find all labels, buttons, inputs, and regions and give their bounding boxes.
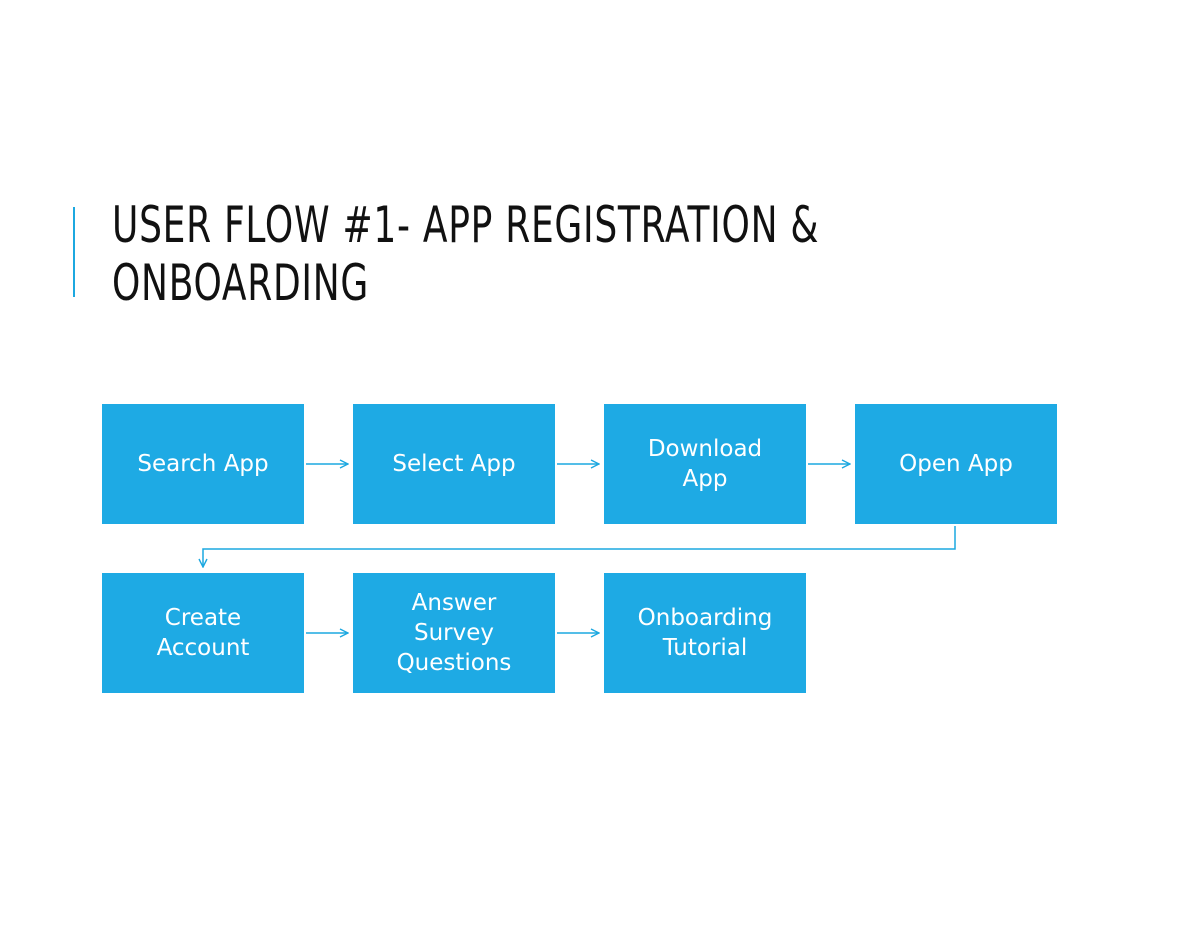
step-download-app: Download App [604, 404, 806, 524]
step-onboarding-tutorial: Onboarding Tutorial [604, 573, 806, 693]
step-label: Create Account [156, 605, 250, 661]
step-select-app: Select App [353, 404, 555, 524]
step-search-app: Search App [102, 404, 304, 524]
step-label: Select App [392, 451, 516, 477]
page-title: USER FLOW #1- APP REGISTRATION & ONBOARD… [112, 196, 819, 312]
step-label: Onboarding Tutorial [637, 605, 773, 661]
step-create-account: Create Account [102, 573, 304, 693]
step-label: Search App [137, 451, 269, 477]
step-label: Download App [647, 436, 763, 492]
title-line-2: ONBOARDING [112, 254, 370, 312]
arrow-open-to-create [203, 526, 956, 567]
title-line-1: USER FLOW #1- APP REGISTRATION & [112, 196, 820, 254]
step-label: Open App [899, 451, 1013, 477]
step-label: Answer Survey Questions [396, 590, 512, 676]
title-accent-bar [73, 207, 75, 297]
step-answer-survey-questions: Answer Survey Questions [353, 573, 555, 693]
step-open-app: Open App [855, 404, 1057, 524]
